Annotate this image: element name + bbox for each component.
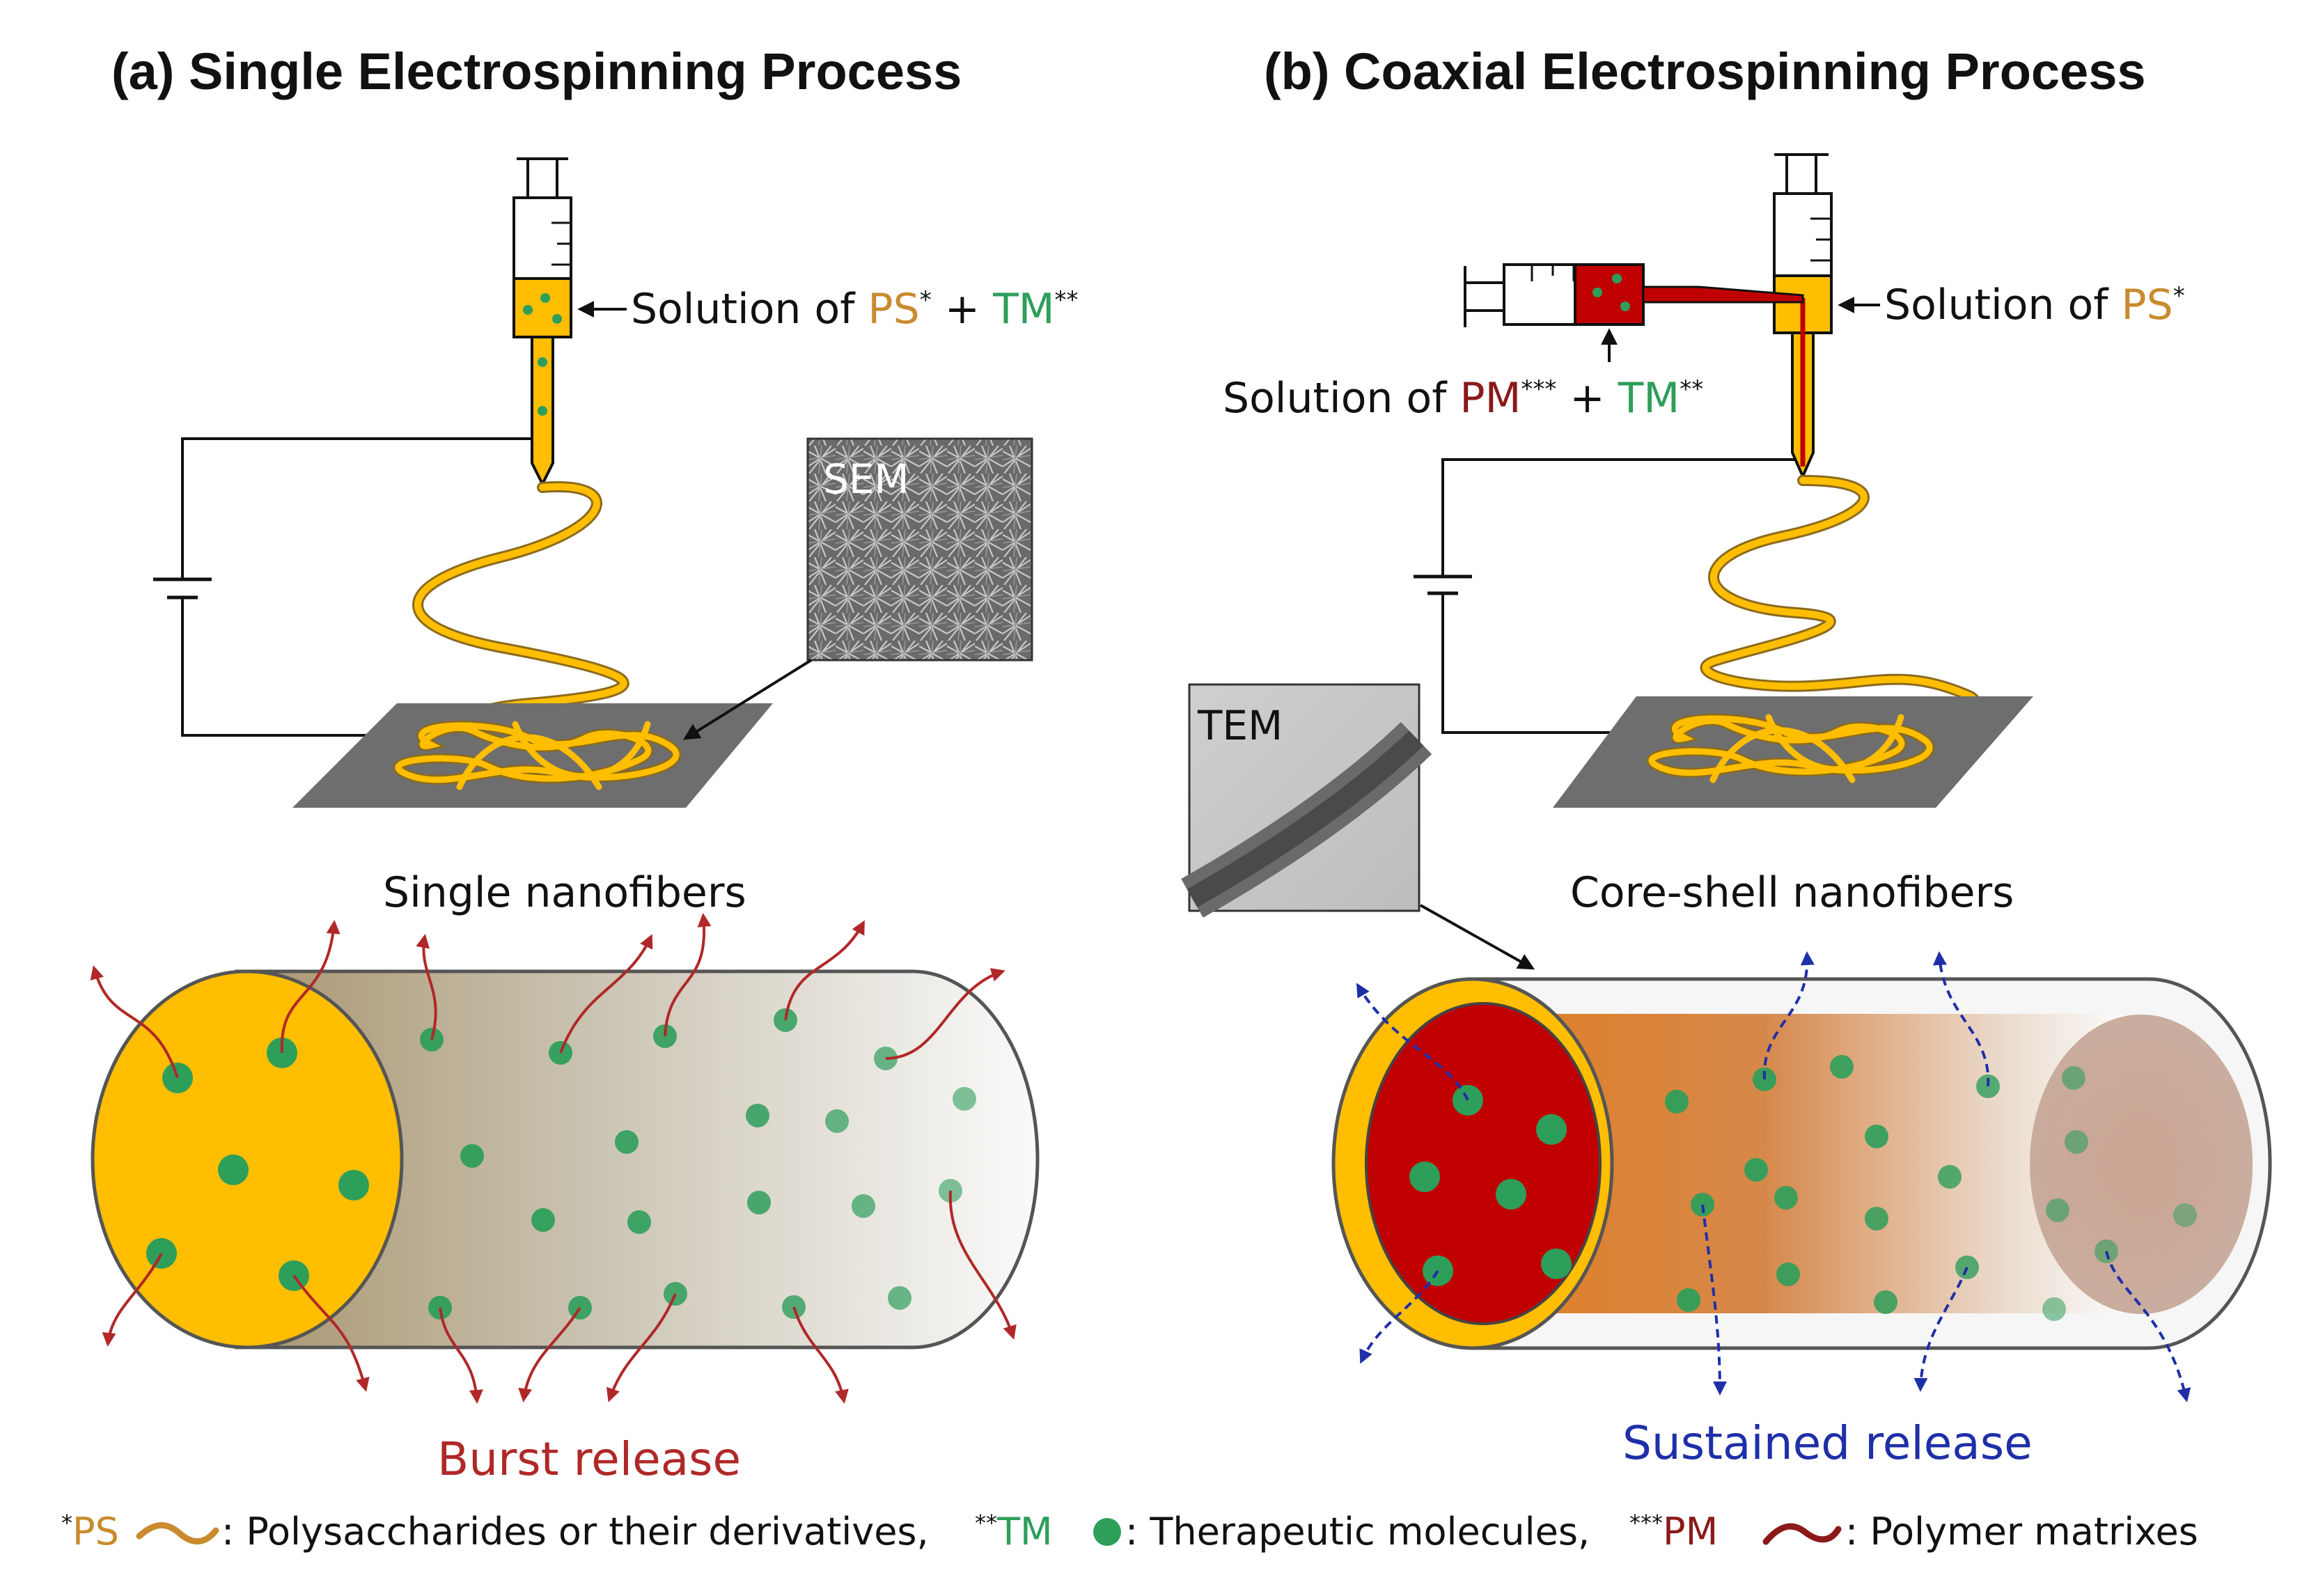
drug-molecule xyxy=(218,1155,249,1185)
sem-label: SEM xyxy=(823,455,909,503)
drug-molecule xyxy=(1865,1125,1888,1148)
tm-dot-icon xyxy=(1093,1518,1121,1546)
release-arrow xyxy=(1913,1267,1968,1392)
sem-image xyxy=(806,437,1033,662)
release-arrow xyxy=(1359,1269,1439,1364)
footnote-tm: **TM xyxy=(975,1510,1053,1554)
fiber-jet-b xyxy=(1702,477,1980,728)
footnote-ps-desc: : Polysaccharides or their derivatives, xyxy=(221,1510,929,1554)
drug-molecule xyxy=(1496,1179,1526,1210)
release-arrows-a xyxy=(90,913,1017,1404)
release-arrow xyxy=(885,968,1005,1060)
drug-molecule xyxy=(1938,1165,1962,1189)
drug-molecule xyxy=(2173,1203,2197,1227)
release-arrow xyxy=(664,913,712,1037)
drug-molecule xyxy=(953,1087,976,1111)
fiber-cross-section-a xyxy=(91,969,404,1349)
release-arrow xyxy=(518,1306,581,1402)
tem-label: TEM xyxy=(1197,702,1283,749)
drug-molecule xyxy=(460,1144,484,1168)
sustained-release-label: Sustained release xyxy=(1622,1416,2033,1470)
drug-molecule xyxy=(1874,1290,1897,1314)
release-arrow xyxy=(439,1307,483,1404)
drug-molecule xyxy=(2046,1198,2069,1222)
drug-molecule xyxy=(2065,1130,2088,1154)
drug-molecule xyxy=(1865,1207,1888,1230)
fiber-mat-b xyxy=(1646,713,1934,783)
release-arrow xyxy=(1932,951,1990,1087)
drug-molecule xyxy=(825,1109,849,1133)
solution-label-b-core: Solution of PM*** + TM** xyxy=(1223,374,1703,423)
fiber-mat-a xyxy=(393,720,681,790)
release-arrow xyxy=(280,920,341,1054)
solution-label-b-shell: Solution of PS* xyxy=(1884,281,2185,329)
drug-molecule xyxy=(888,1286,911,1310)
drug-molecule xyxy=(338,1170,369,1200)
release-arrow xyxy=(784,920,865,1021)
circuit-wire-a xyxy=(181,437,543,737)
drug-molecule xyxy=(1541,1249,1572,1279)
release-arrow xyxy=(1762,951,1815,1080)
ps-wave-icon xyxy=(136,1522,219,1544)
release-arrow xyxy=(792,1306,849,1404)
footnote: *PS : Polysaccharides or their derivativ… xyxy=(61,1510,2198,1554)
drug-molecule xyxy=(1744,1158,1768,1182)
drug-molecule xyxy=(615,1130,639,1154)
burst-release-label: Burst release xyxy=(437,1432,741,1486)
release-arrow xyxy=(102,1253,163,1347)
drug-molecule xyxy=(1677,1288,1700,1312)
circuit-wire-b xyxy=(1441,458,1803,734)
release-arrow xyxy=(90,965,179,1079)
release-arrow xyxy=(416,934,437,1040)
syringe-shell-b xyxy=(1773,153,1833,480)
drug-molecule xyxy=(1774,1186,1798,1210)
release-arrow xyxy=(1701,1204,1727,1395)
panel-b-title: (b) Coaxial Electrospinning Process xyxy=(1264,42,2146,100)
footnote-text: *PS xyxy=(61,1510,119,1554)
release-arrows-b xyxy=(1356,951,2191,1402)
pm-wave-icon xyxy=(1762,1523,1842,1545)
release-arrow xyxy=(559,934,653,1054)
footnote-pm: ***PM xyxy=(1629,1510,1718,1554)
fiber-caption-b: Core-shell nanofibers xyxy=(1570,868,2014,917)
solution-label-a: Solution of PS* + TM** xyxy=(631,285,1079,334)
release-arrow xyxy=(292,1274,370,1392)
tem-pointer-arrow xyxy=(1420,904,1535,970)
release-arrow xyxy=(2105,1251,2191,1402)
drug-molecule xyxy=(747,1191,771,1214)
drug-molecule xyxy=(1536,1114,1567,1145)
core-cross-section-b xyxy=(1365,1002,1602,1325)
release-arrow xyxy=(1356,983,1469,1101)
sem-pointer-arrow xyxy=(682,659,813,740)
drug-molecule xyxy=(1830,1055,1854,1079)
drug-molecule xyxy=(531,1208,555,1232)
release-arrow xyxy=(606,1293,677,1402)
drug-molecule xyxy=(627,1210,651,1234)
tem-image xyxy=(1181,683,1432,918)
drug-molecule xyxy=(1665,1090,1689,1113)
drug-molecule xyxy=(746,1104,769,1127)
drug-molecule xyxy=(1409,1161,1440,1192)
footnote-pm-desc: : Polymer matrixes xyxy=(1845,1510,2198,1554)
fiber-jet-a xyxy=(414,483,627,735)
drug-molecule xyxy=(2062,1066,2085,1090)
drug-molecule xyxy=(2042,1297,2066,1321)
drug-molecule xyxy=(1776,1262,1800,1286)
fiber-caption-a: Single nanofibers xyxy=(383,868,746,917)
drug-molecule xyxy=(852,1194,875,1218)
syringe-a xyxy=(512,157,572,487)
syringe-core-b xyxy=(1464,263,1804,327)
panel-a-title: (a) Single Electrospinning Process xyxy=(111,42,962,100)
footnote-tm-desc: : Therapeutic molecules, xyxy=(1125,1510,1590,1554)
release-arrow xyxy=(948,1190,1017,1340)
